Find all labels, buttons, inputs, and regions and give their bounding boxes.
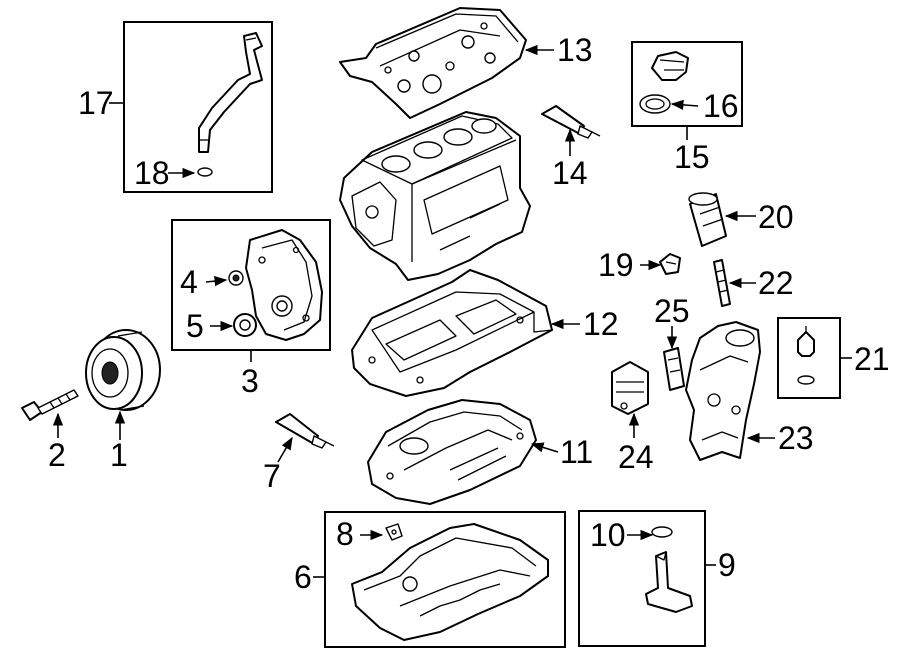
- callout-20: 20: [758, 199, 794, 235]
- callout-9: 9: [718, 547, 736, 583]
- engine-block-illustration: [340, 112, 530, 280]
- callout-14: 14: [552, 155, 588, 191]
- callout-3: 3: [241, 363, 259, 399]
- callout-8: 8: [336, 516, 354, 552]
- callout-18: 18: [134, 155, 170, 191]
- oil-level-sensor-9-illustration: [646, 527, 692, 612]
- oil-level-sensor-22-illustration: [714, 260, 730, 306]
- valve-cover-illustration: [340, 8, 526, 118]
- bedplate-illustration: [352, 270, 552, 396]
- callout-19: 19: [598, 247, 634, 283]
- timing-cover-illustration: [229, 230, 322, 340]
- dipstick-tube-illustration: [198, 33, 262, 176]
- pulley-bolt-illustration: [22, 390, 78, 420]
- callout-1: 1: [110, 437, 128, 473]
- callout-2: 2: [48, 437, 66, 473]
- callout-17: 17: [78, 85, 114, 121]
- callout-4: 4: [180, 264, 198, 300]
- crankshaft-pulley-illustration: [86, 330, 160, 410]
- callout-13: 13: [557, 32, 593, 68]
- gasket-25-illustration: [664, 348, 684, 390]
- callout-7: 7: [263, 458, 281, 494]
- group-box-21: [778, 318, 840, 398]
- oil-filter-illustration: [689, 193, 726, 246]
- oil-pan-illustration: [352, 524, 548, 640]
- callout-5: 5: [186, 308, 204, 344]
- callout-16: 16: [703, 88, 739, 124]
- callout-12: 12: [583, 306, 619, 342]
- callout-10: 10: [590, 517, 626, 553]
- callout-23: 23: [778, 420, 814, 456]
- callout-21: 21: [854, 341, 890, 377]
- sealant-tube-7-illustration: [276, 414, 334, 448]
- oil-filler-cap-illustration: [640, 52, 688, 113]
- oil-pan-upper-illustration: [368, 400, 536, 504]
- pressure-switch-21-illustration: [798, 326, 814, 384]
- callout-22: 22: [758, 265, 794, 301]
- callout-24: 24: [618, 439, 654, 475]
- pressure-sensor-19-illustration: [660, 254, 680, 274]
- callout-15: 15: [674, 139, 710, 175]
- callout-25: 25: [654, 293, 690, 329]
- oil-filter-housing-illustration: [686, 322, 760, 460]
- sealant-tube-14-illustration: [542, 106, 600, 138]
- callout-11: 11: [560, 434, 593, 470]
- callout-6: 6: [294, 559, 312, 595]
- oil-cooler-illustration: [612, 362, 648, 414]
